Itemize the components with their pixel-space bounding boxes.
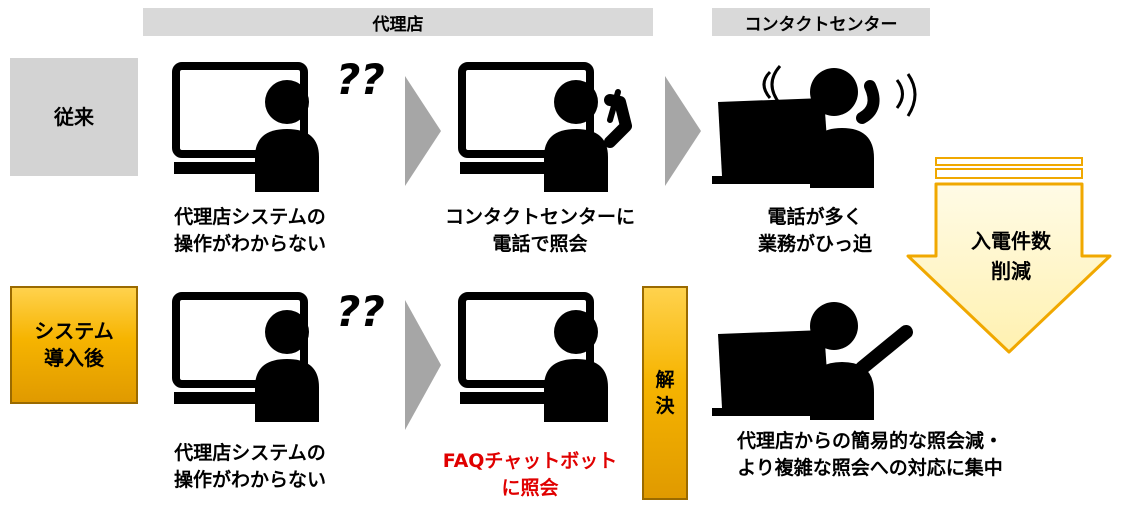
reduction-label: 入電件数 削減 [971,229,1051,283]
caption-after-center: 代理店からの簡易的な照会減・ より複雑な照会への対応に集中 [736,430,1003,479]
question-marks-1: ?? [336,55,385,104]
caption-before-agency: 代理店システムの 操作がわからない [173,206,326,255]
resolve-label: 解 決 [655,369,675,417]
caption-after-faq: FAQチャットボット に照会 [442,450,618,499]
header-agency: 代理店 [143,8,653,36]
row-label-after: システム 導入後 [10,286,138,404]
question-marks-2: ?? [336,287,385,336]
laptop-operator-icon [712,65,917,188]
chevron-right-icon [405,300,441,430]
resolve-bar: 解 決 [642,286,688,500]
phone-person-icon [458,62,632,192]
header-agency-label: 代理店 [372,14,424,35]
row-label-after-text: システム 導入後 [34,319,114,370]
header-contact-center: コンタクトセンター [712,8,930,36]
caption-before-center: 電話が多く 業務がひっ迫 [757,206,872,255]
laptop-operator-icon [712,302,913,420]
monitor-person-icon [458,292,608,422]
row-label-before-text: 従来 [54,104,94,129]
header-contact-center-label: コンタクトセンター [744,14,898,35]
chevron-right-icon [405,76,441,186]
down-arrow-icon [906,157,1112,354]
caption-before-call: コンタクトセンターに 電話で照会 [444,206,635,255]
caption-after-agency: 代理店システムの 操作がわからない [173,442,326,491]
monitor-person-icon [172,292,319,422]
monitor-person-icon [172,62,319,192]
chevron-right-icon [665,76,701,186]
row-label-before: 従来 [10,58,138,176]
